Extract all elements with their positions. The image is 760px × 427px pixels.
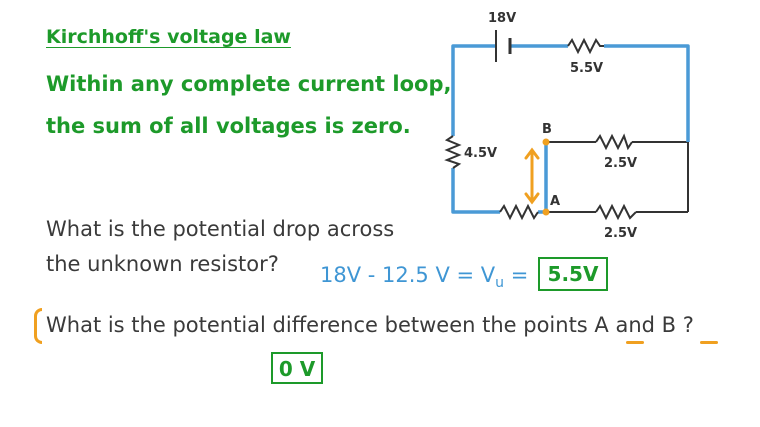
point-b-dot	[542, 138, 550, 146]
answer-2-box: 0 V	[271, 352, 323, 384]
top-resistor	[567, 37, 604, 55]
dark-wires	[546, 141, 689, 213]
underline-a	[626, 341, 644, 344]
top-resistor-label: 5.5V	[570, 61, 603, 76]
question-2-bracket	[34, 308, 42, 344]
left-resistor	[444, 135, 462, 169]
upper-right-resistor-label: 2.5V	[604, 156, 637, 171]
equation-equals: =	[510, 263, 529, 287]
answer-2-value: 0 V	[278, 357, 316, 381]
lower-right-resistor	[595, 203, 637, 221]
battery-label: 18V	[488, 11, 516, 26]
underline-b	[700, 341, 718, 344]
equation-subscript: u	[495, 275, 505, 292]
question-1-line-1: What is the potential drop across	[46, 217, 395, 241]
rule-text-line-1: Within any complete current loop,	[46, 72, 452, 96]
question-2: What is the potential difference between…	[46, 313, 694, 337]
upper-right-resistor	[595, 133, 633, 151]
point-a-label: A	[550, 194, 560, 209]
bottom-left-resistor	[499, 203, 539, 221]
left-resistor-label: 4.5V	[464, 146, 497, 161]
equation: 18V - 12.5 V = Vu =	[320, 263, 528, 291]
answer-1-value: 5.5V	[547, 262, 599, 286]
slide-title: Kirchhoff's voltage law	[46, 26, 291, 48]
rule-text-line-2: the sum of all voltages is zero.	[46, 114, 411, 138]
answer-1-box: 5.5V	[538, 257, 608, 291]
ab-double-arrow	[524, 147, 540, 205]
question-1-line-2: the unknown resistor?	[46, 252, 279, 276]
lower-right-resistor-label: 2.5V	[604, 226, 637, 241]
point-a-dot	[542, 208, 550, 216]
equation-main: 18V - 12.5 V = V	[320, 263, 496, 287]
point-b-label: B	[542, 122, 552, 137]
